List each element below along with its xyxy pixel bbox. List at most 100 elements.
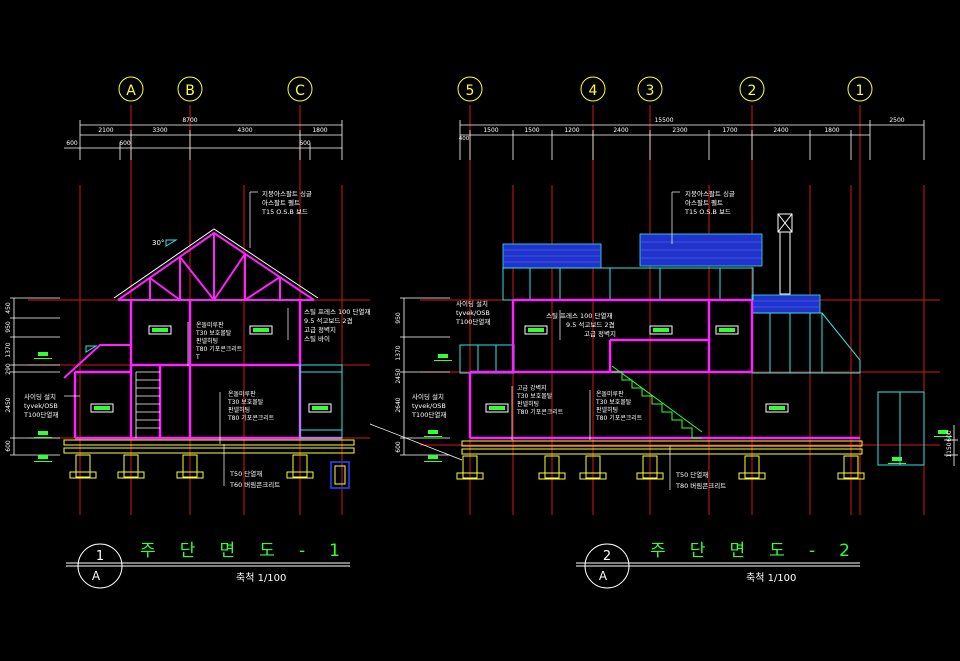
note-wall-3: 고급 정벽지 <box>304 325 336 334</box>
note-lower-room-3: 판넬히팅 <box>228 406 250 414</box>
note-lower-room-2: T30 보호몰탈 <box>227 398 264 406</box>
level-dim-2: 2450 <box>5 397 12 412</box>
section-1-structure <box>73 300 342 440</box>
note2-siding-upper-3: T100단열재 <box>455 317 490 326</box>
section-2-scale: 축척 1/100 <box>746 572 796 584</box>
note2-lower-room-2: T30 보호몰탈 <box>516 392 553 400</box>
section-2: 5 4 3 2 1 15500 2500 400 1500 1500 1200 … <box>369 76 958 589</box>
level-dim-5: 950 <box>5 321 12 333</box>
section-2-roof-hatch <box>503 241 820 308</box>
grid-bubble-2 <box>739 76 765 102</box>
section-1-room-tags <box>90 325 332 413</box>
section-1-leaders <box>64 191 289 486</box>
section-2-foundation <box>456 440 865 480</box>
section-2-framing <box>459 267 925 466</box>
grid-bubble-c <box>287 76 313 102</box>
dim-top-2: 3300 <box>152 127 167 134</box>
note-roof-2: 아스팔트 펠트 <box>262 198 300 207</box>
dim-top-3: 4300 <box>237 127 252 134</box>
note-upper-room-5: T <box>195 354 200 361</box>
dim2-top-3: 1500 <box>524 127 539 134</box>
note-upper-room-1: 온돌미루판 <box>196 321 224 329</box>
dim2-total: 15500 <box>654 117 673 124</box>
section-1-pit <box>330 461 350 489</box>
section-1-roof-line <box>113 228 319 299</box>
note2-siding-upper-1: 사이딩 설치 <box>456 299 488 308</box>
note-roof-1: 지붕아스팔트 싱글 <box>262 189 312 198</box>
section-2-right-dims <box>944 425 958 466</box>
section-1-lower-roof <box>63 344 132 379</box>
note-roof-3: T15 O.S.B 보드 <box>261 208 308 216</box>
section-2-dimension-lines <box>459 120 925 160</box>
note-siding-1: 사이딩 설치 <box>24 392 56 401</box>
note-siding-2: tyvek/OSB <box>24 402 58 410</box>
section-2-leaders <box>369 191 680 490</box>
note-siding-3: T100단열재 <box>23 410 58 419</box>
note2-lower-room-4: T80 기포콘크리트 <box>516 408 564 416</box>
dim-top-1: 2100 <box>98 127 113 134</box>
grid-bubble-4 <box>580 76 606 102</box>
note2-siding-upper-2: tyvek/OSB <box>456 309 490 317</box>
note-foundation-2: T60 버림콘크리트 <box>229 480 280 489</box>
title-sheet-2: A <box>599 569 608 583</box>
dim-bottom-2: 600 <box>119 140 131 147</box>
grid-bubble-1 <box>847 76 873 102</box>
section-1-scale: 축척 1/100 <box>236 572 286 584</box>
section-1-title-block <box>66 543 350 589</box>
grid-bubble-b <box>177 76 203 102</box>
note-wall-1: 스틸 프레스 100 단열재 <box>304 307 370 316</box>
note2-foundation-1: T50 단열재 <box>675 470 708 479</box>
section-1-pit-inner <box>334 465 346 485</box>
grid-label-5: 5 <box>466 83 475 99</box>
level2-dim-5: 950 <box>395 312 402 324</box>
level2-dim-4: 1370 <box>395 345 402 360</box>
dim2-top-5: 2400 <box>613 127 628 134</box>
note2-stair-room-1: 온돌미루판 <box>596 390 624 398</box>
dim2-top-8: 2400 <box>773 127 788 134</box>
section-2-level-dims <box>400 297 450 456</box>
right-dim-2: 600 <box>946 430 953 442</box>
section-1-stair <box>135 371 160 438</box>
grid-label-a: A <box>126 83 136 99</box>
note2-siding-lower-1: 사이딩 설치 <box>412 392 444 401</box>
grid-label-1: 1 <box>856 83 865 99</box>
section-2-title-block <box>576 543 860 589</box>
note2-roof-2: 아스팔트 펠트 <box>685 198 723 207</box>
note2-lower-room-1: 고급 강벽지 <box>517 384 547 392</box>
note2-siding-lower-2: tyvek/OSB <box>412 402 446 410</box>
grid-label-3: 3 <box>646 83 655 99</box>
note-foundation-1: T50 단열재 <box>229 469 262 478</box>
slope-label: 30° <box>152 239 164 247</box>
note2-foundation-2: T80 버림콘크리트 <box>675 481 726 490</box>
note-wall-2: 9.5 석고보드 2겹 <box>304 316 353 325</box>
note2-stair-room-4: T80 기포콘크리트 <box>595 414 643 422</box>
dim-bottom-3: 600 <box>299 140 311 147</box>
dim2-top-1: 400 <box>459 136 470 142</box>
section-2-grid-bubbles <box>457 76 873 102</box>
level-dim-6: 450 <box>5 302 12 314</box>
note2-stair-room-3: 판넬히팅 <box>596 406 618 414</box>
level-dim-1: 600 <box>5 440 12 452</box>
grid-bubble-a <box>118 76 144 102</box>
section-2-room-tags <box>485 325 789 413</box>
section-1-roof-truss <box>117 231 315 301</box>
section-1: A B C 8700 2100 3300 4300 1800 600 600 6… <box>5 76 370 589</box>
grid-label-b: B <box>185 83 195 99</box>
dim2-top-6: 2300 <box>672 127 687 134</box>
note2-wall-1: 스틸 프레스 100 단열재 <box>546 311 612 320</box>
dim2-top-9: 1800 <box>824 127 839 134</box>
level2-dim-3: 2450 <box>395 368 402 383</box>
section-2-chimney <box>777 213 793 295</box>
dim2-top-7: 1700 <box>722 127 737 134</box>
dim2-right: 2500 <box>889 117 904 124</box>
note-upper-room-2: T30 보호몰탈 <box>195 329 232 337</box>
note2-siding-lower-3: T100단열재 <box>411 410 446 419</box>
section-1-dimension-lines <box>64 120 343 160</box>
note2-stair-room-2: T30 보호몰탈 <box>595 398 632 406</box>
dim-top-4: 1800 <box>312 127 327 134</box>
grid-label-4: 4 <box>589 83 598 99</box>
note-wall-4: 스틸 바이 <box>304 334 330 343</box>
note2-wall-2: 9.5 석고보드 2겹 <box>566 320 615 329</box>
section-2-title: 주 단 면 도 - 2 <box>650 541 850 561</box>
